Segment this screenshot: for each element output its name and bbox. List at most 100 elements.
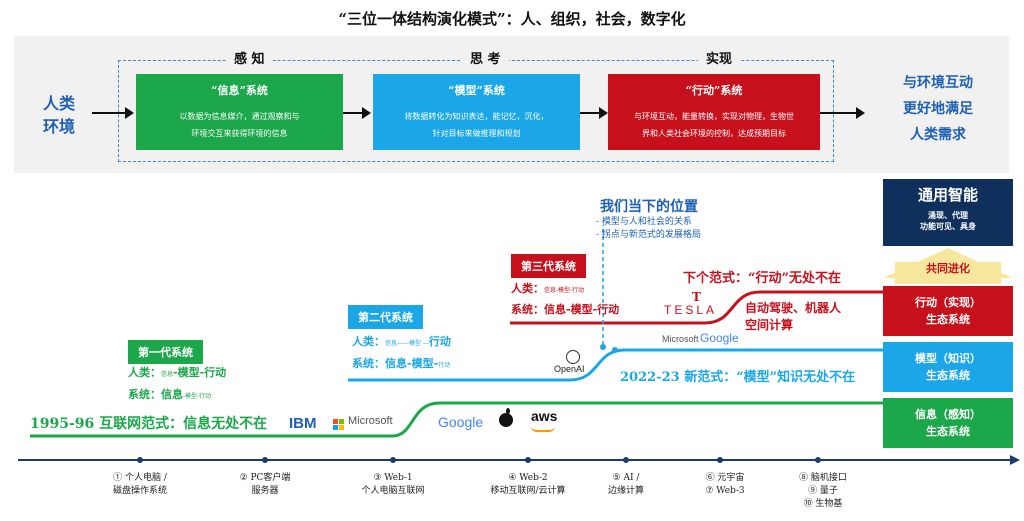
openai-logo-mark [566, 350, 580, 364]
human-label: 人类 [42, 94, 75, 113]
model-ecosystem-sub: 生态系统 [926, 369, 970, 382]
position-note-title: 我们当下的位置 [600, 199, 698, 215]
timeline-label-6-line-2: ⑦ Web-3 [705, 486, 745, 496]
timeline-label-3: ③ Web-1 个人电脑互联网 [348, 472, 438, 498]
arrow-head-2 [362, 107, 371, 119]
goal-text: 与环境互动 更好地满足 人类需求 [880, 70, 996, 148]
blue-paradigm-line [348, 348, 885, 382]
gen2-system-line: 系统：信息-模型-行动 [352, 355, 450, 371]
timeline-label-5-line-2: 边缘计算 [607, 486, 644, 496]
information-system-desc-1: 以数据为信息媒介，通过观察和与 [179, 112, 300, 121]
position-note-item-1: - 模型与人和社会的关系 [596, 217, 692, 227]
arrow-shaft-4 [820, 112, 858, 114]
timeline-label-5-line-1: ⑤ AI / [612, 473, 640, 483]
gen2-system-main: 信息-模型- [385, 357, 439, 370]
gen2-human-small: 信息——模型 — [385, 340, 429, 347]
gen3-system-main: 信息-模型-行动 [544, 303, 620, 316]
timeline-label-4: ④ Web-2 移动互联网/云计算 [478, 472, 578, 498]
gen1-paradigm: 1995-96 互联网范式：信息无处不在 [30, 416, 268, 432]
gen3-sub: 自动驾驶、机器人 空间计算 [745, 300, 841, 334]
information-ecosystem-sub: 生态系统 [926, 425, 970, 438]
gen1-system-line: 系统：信息-模型-行动 [128, 386, 211, 402]
model-ecosystem-title: 模型（知识） [915, 352, 981, 365]
general-intelligence-box: 通用智能 涌现、代理 功能可见、具身 [883, 179, 1013, 246]
ibm-logo: IBM [289, 415, 317, 432]
goal-line-2: 更好地满足 [903, 101, 973, 117]
gen1-system-prefix: 系统： [128, 388, 161, 401]
gen2-human-main: 行动 [428, 335, 451, 348]
general-intelligence-sub-1: 涌现、代理 [928, 210, 968, 220]
information-system-desc-2: 环境交互来获得环境的信息 [191, 129, 288, 138]
gen1-human-line: 人类：信息-模型-行动 [128, 364, 226, 380]
ms-google-logo-ms: Microsoft [662, 334, 699, 344]
model-system-desc-1: 将数据转化为知识表达，能记忆，沉化， [404, 112, 549, 121]
action-system-desc-2: 界和人类社会环境的控制，达成预期目标 [642, 129, 786, 138]
arrow-head-1 [125, 107, 134, 119]
timeline-tick [525, 457, 531, 463]
action-system-box: “行动”系统 与环境互动，能量转换，实现对物理，生物世 界和人类社会环境的控制，… [608, 74, 820, 150]
gen3-human-line: 人类：信息-模型-行动 [511, 280, 584, 296]
gen3-system-line: 系统：信息-模型-行动 [511, 301, 619, 317]
tesla-logo: TESLA [664, 303, 718, 317]
action-system-title: “行动”系统 [685, 84, 743, 97]
arrow-head-4 [856, 107, 865, 119]
timeline-label-1: ① 个人电脑 / 磁盘操作系统 [100, 472, 180, 498]
gen3-paradigm: 下个范式：“行动”无处不在 [683, 271, 841, 286]
phase-sense: 感 知 [226, 48, 273, 67]
action-ecosystem-box: 行动（实现） 生态系统 [883, 286, 1013, 336]
gen3-human-prefix: 人类： [511, 282, 544, 295]
arrow-head-3 [599, 107, 608, 119]
page-title: “三位一体结构演化模式”：人、组织，社会，数字化 [338, 10, 686, 28]
general-intelligence-sub-2: 功能可见、具身 [920, 221, 976, 231]
model-ecosystem-box: 模型（知识） 生态系统 [883, 342, 1013, 392]
human-environment-label: 人类 环境 [36, 92, 82, 138]
position-note-item-2: - 拐点与新范式的发展格局 [596, 230, 701, 240]
timeline-tick [137, 457, 143, 463]
co-evolution-label: 共同进化 [926, 262, 970, 275]
gen1-tag: 第一代系统 [128, 340, 203, 364]
timeline-tick [623, 457, 629, 463]
evolution-arrow-body [895, 262, 1001, 284]
gen2-system-small: 行动 [438, 362, 451, 369]
microsoft-logo-mark [333, 416, 345, 435]
tesla-logo-mark: T [692, 290, 701, 304]
phase-act: 实现 [698, 48, 741, 67]
arrow-shaft-2 [343, 112, 363, 114]
action-ecosystem-sub: 生态系统 [926, 313, 970, 326]
information-system-title: “信息”系统 [211, 84, 268, 97]
gen1-system-small: -模型-行动 [183, 393, 212, 400]
red-paradigm-line [510, 290, 885, 325]
gen2-system-prefix: 系统： [352, 357, 385, 370]
position-note-list: - 模型与人和社会的关系 - 拐点与新范式的发展格局 [596, 216, 701, 242]
timeline-label-5: ⑤ AI / 边缘计算 [596, 472, 656, 498]
action-system-desc-1: 与环境互动，能量转换，实现对物理，生物世 [634, 112, 794, 121]
goal-line-1: 与环境互动 [903, 75, 973, 91]
gen2-human-prefix: 人类： [352, 335, 385, 348]
timeline-label-7-line-2: ⑨ 量子 [808, 486, 838, 496]
google-logo: Google [438, 414, 484, 430]
gen3-sub-1: 自动驾驶、机器人 [745, 301, 842, 315]
aws-smile [531, 426, 555, 432]
timeline-tick [717, 457, 723, 463]
gen1-human-small: 信息 [161, 371, 174, 378]
microsoft-logo: Microsoft [348, 415, 393, 427]
gen2-tag: 第二代系统 [348, 305, 423, 329]
goal-line-3: 人类需求 [910, 127, 966, 143]
timeline-label-2-line-1: ② PC客户端 [239, 473, 291, 483]
gen2-human-line: 人类：信息——模型 —行动 [352, 333, 451, 349]
timeline-tick [815, 457, 821, 463]
timeline-label-1-line-2: 磁盘操作系统 [112, 486, 167, 496]
gen1-human-prefix: 人类： [128, 366, 161, 379]
timeline-tick [262, 457, 268, 463]
green-paradigm-line [30, 401, 885, 438]
timeline-label-1-line-1: ① 个人电脑 / [113, 473, 167, 483]
timeline-label-6: ⑥ 元宇宙 ⑦ Web-3 [695, 472, 755, 498]
paradigm-dot [612, 347, 618, 353]
timeline-tick [390, 457, 396, 463]
information-ecosystem-box: 信息（感知） 生态系统 [883, 398, 1013, 448]
model-system-box: “模型”系统 将数据转化为知识表达，能记忆，沉化， 针对目标来做推理和规划 [373, 74, 580, 150]
timeline-label-7-line-3: ⑩ 生物基 [803, 499, 843, 509]
timeline-label-6-line-1: ⑥ 元宇宙 [705, 473, 745, 483]
arrow-shaft-3 [580, 112, 600, 114]
